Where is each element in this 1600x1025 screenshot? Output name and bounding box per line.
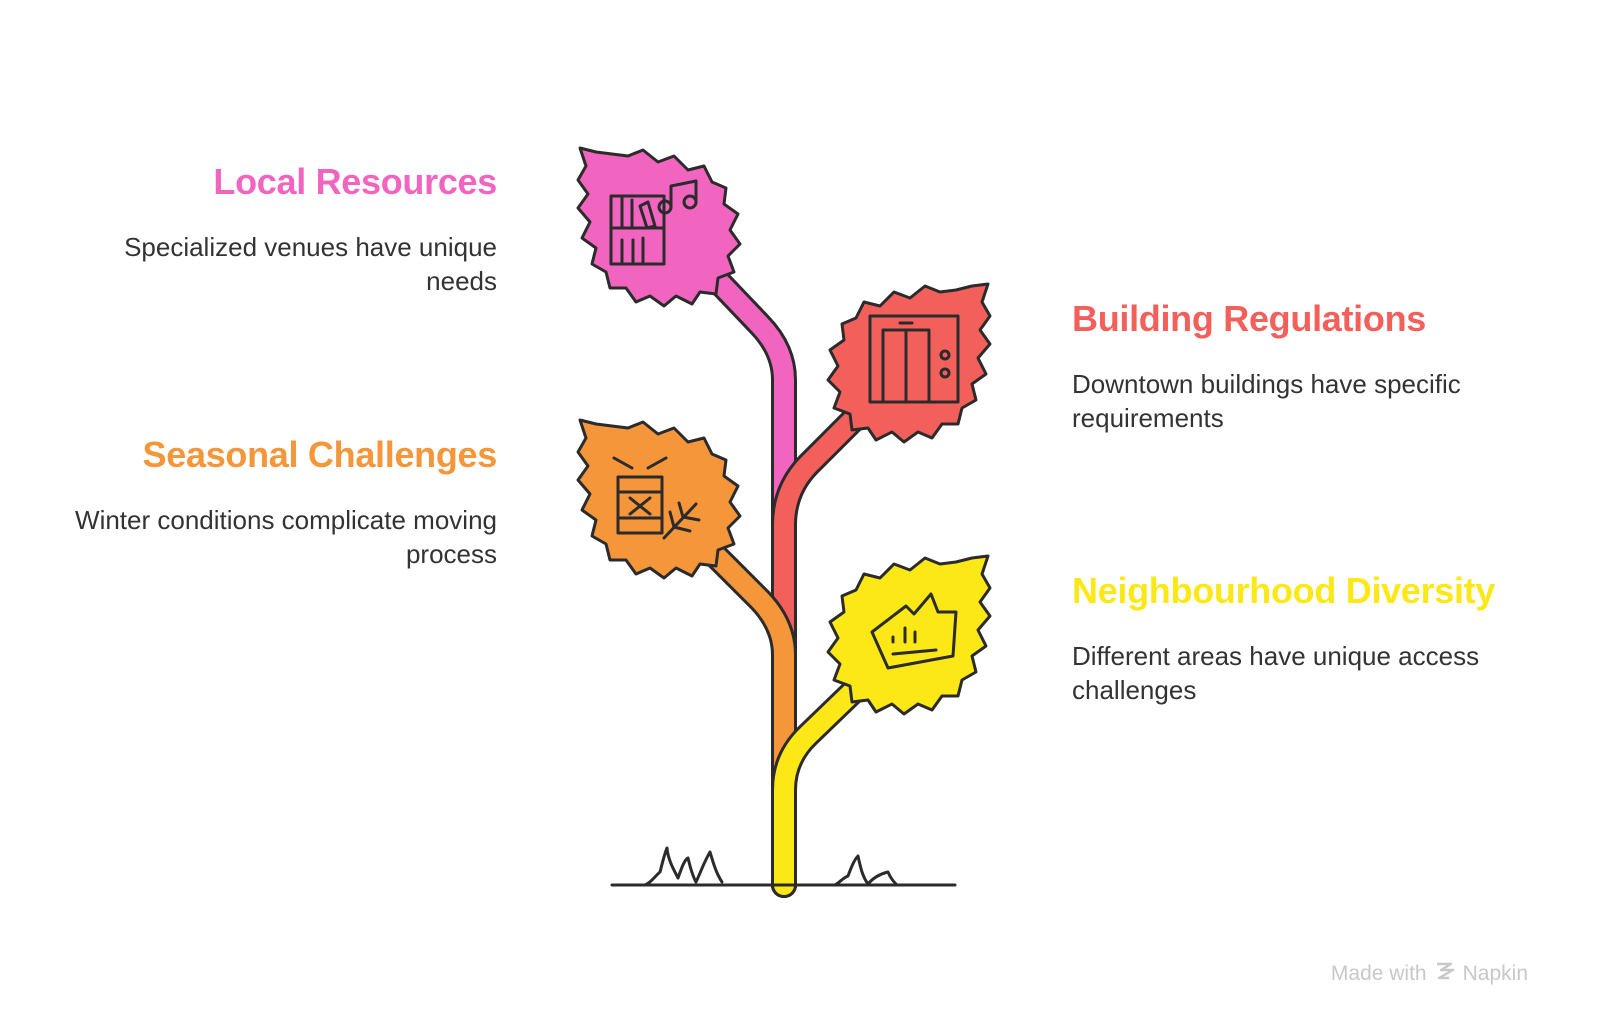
item-title: Seasonal Challenges	[142, 434, 498, 475]
item-description: Specialized venues have unique needs	[124, 232, 497, 296]
leaf-seasonal-challenges	[576, 418, 742, 580]
item-title: Local Resources	[213, 161, 497, 202]
winter-drum-icon	[612, 456, 701, 540]
library-music-icon	[609, 179, 698, 266]
leaf-neighbourhood-diversity	[826, 554, 992, 716]
stem-seasonal-challenges-fill	[690, 530, 794, 895]
item-description: Winter conditions complicate moving proc…	[75, 505, 497, 569]
item-building-regulations: Building Regulations Downtown buildings …	[1072, 297, 1542, 435]
napkin-watermark[interactable]: Made with Napkin	[1331, 960, 1528, 988]
item-title: Building Regulations	[1072, 298, 1426, 339]
watermark-brand: Napkin	[1462, 962, 1528, 985]
grass-right	[833, 854, 898, 887]
watermark-prefix: Made with	[1330, 962, 1427, 985]
neighbourhood-chart-icon	[870, 592, 958, 670]
stem-building-regulations-fill	[774, 398, 875, 895]
stem-neighbourhood-diversity-fill	[774, 670, 875, 895]
grass-left	[643, 846, 724, 887]
stem-local-resources-fill	[690, 252, 794, 895]
item-description: Different areas have unique access chall…	[1072, 641, 1480, 705]
item-title: Neighbourhood Diversity	[1072, 570, 1496, 611]
leaf-building-regulations	[826, 282, 992, 444]
item-seasonal-challenges: Seasonal Challenges Winter conditions co…	[60, 433, 497, 571]
item-local-resources: Local Resources Specialized venues have …	[60, 160, 497, 298]
item-description: Downtown buildings have specific require…	[1072, 369, 1461, 433]
item-neighbourhood-diversity: Neighbourhood Diversity Different areas …	[1072, 569, 1542, 707]
elevator-icon	[868, 314, 960, 404]
napkin-logo-icon	[1435, 960, 1455, 988]
